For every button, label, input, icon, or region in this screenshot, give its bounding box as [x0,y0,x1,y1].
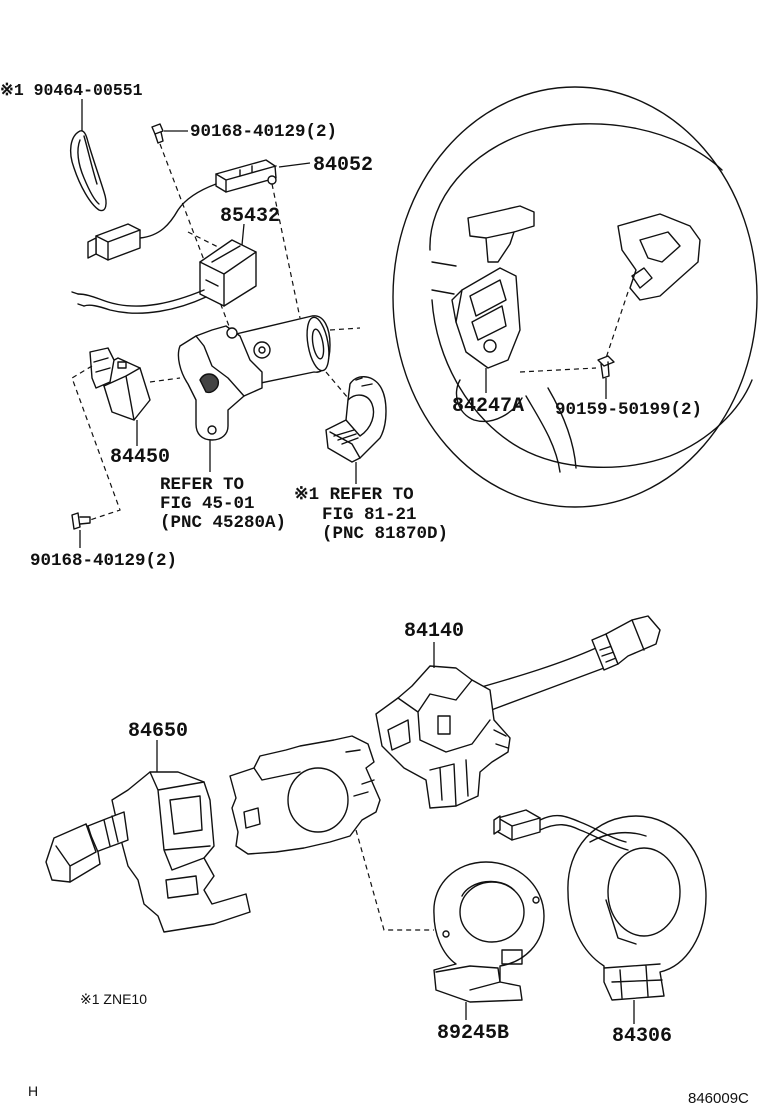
dashed-line-84450-to-screw [71,365,121,521]
label-turn-switch: 84140 [404,620,464,643]
screw-90168-40129-upper [151,123,164,144]
wheel-switch-right [617,213,701,301]
label-switch-left: 84450 [110,446,170,469]
corner-mark: H [28,1083,38,1099]
label-wheel-screw: 90159-50199(2) [555,400,702,420]
dashed-line-sensor-to-lock [271,183,301,319]
switch-84450 [89,347,151,421]
dashed-line-screw-to-lock [159,143,233,335]
label-refer-lock-line1: REFER TO [160,475,244,495]
label-steering-sensor: 89245B [437,1022,509,1045]
label-wiper-switch: 84650 [128,720,188,743]
label-sensor: 84052 [313,154,373,177]
leader-line-85432 [241,223,245,246]
sensor-84052-wire [139,183,217,239]
amplifier-85432-wires [71,289,207,314]
spiral-cable-wire [539,814,629,851]
dashed-line-lock-to-cover-upper [329,327,361,331]
label-wheel-switch: 84247A [452,395,524,418]
label-clamp: ※1 90464-00551 [0,81,143,100]
steering-sensor-89245B [433,861,545,1003]
screw-90159-50199 [597,355,615,379]
leader-line-84052 [278,162,311,168]
dashed-line-bracket-to-sensor [355,829,434,931]
sensor-84052 [215,159,277,193]
label-refer-cover-line2: FIG 81-21 [322,505,417,525]
clamp-90464-00551 [69,130,107,212]
steering-wheel [392,86,758,508]
label-refer-cover-line3: (PNC 81870D) [322,524,448,544]
dashed-line-right-switch-to-screw [605,291,629,359]
label-screw-upper: 90168-40129(2) [190,122,337,142]
spiral-cable-84306 [567,815,707,1001]
figure-code: 846009C [688,1090,749,1107]
label-refer-cover-line1: ※1 REFER TO [294,485,414,505]
dashed-line-84450-to-lock [149,377,181,383]
label-spiral-cable: 84306 [612,1025,672,1048]
dashed-line-84247A-to-screw [519,367,597,373]
sensor-84052-connector [87,223,141,261]
spiral-cable-connector [493,809,541,841]
wheel-switch-upper-left [467,205,535,263]
note-text: ※1 ZNE10 [80,991,147,1007]
column-cover [325,376,387,463]
dashed-line-amplifier [187,231,219,248]
steering-lock-body [177,315,331,441]
amplifier-85432 [199,239,257,307]
label-refer-lock-line3: (PNC 45280A) [160,513,286,533]
wiper-switch-84650 [45,771,251,933]
dashed-line-lock-to-cover-lower [325,371,349,399]
label-screw-lower: 90168-40129(2) [30,551,177,571]
screw-90168-40129-lower [71,512,91,530]
turn-signal-switch-84140 [375,615,661,809]
switch-bracket [229,735,381,855]
label-refer-lock-line2: FIG 45-01 [160,494,255,514]
wheel-switch-84247A [451,267,521,369]
label-amplifier: 85432 [220,205,280,228]
